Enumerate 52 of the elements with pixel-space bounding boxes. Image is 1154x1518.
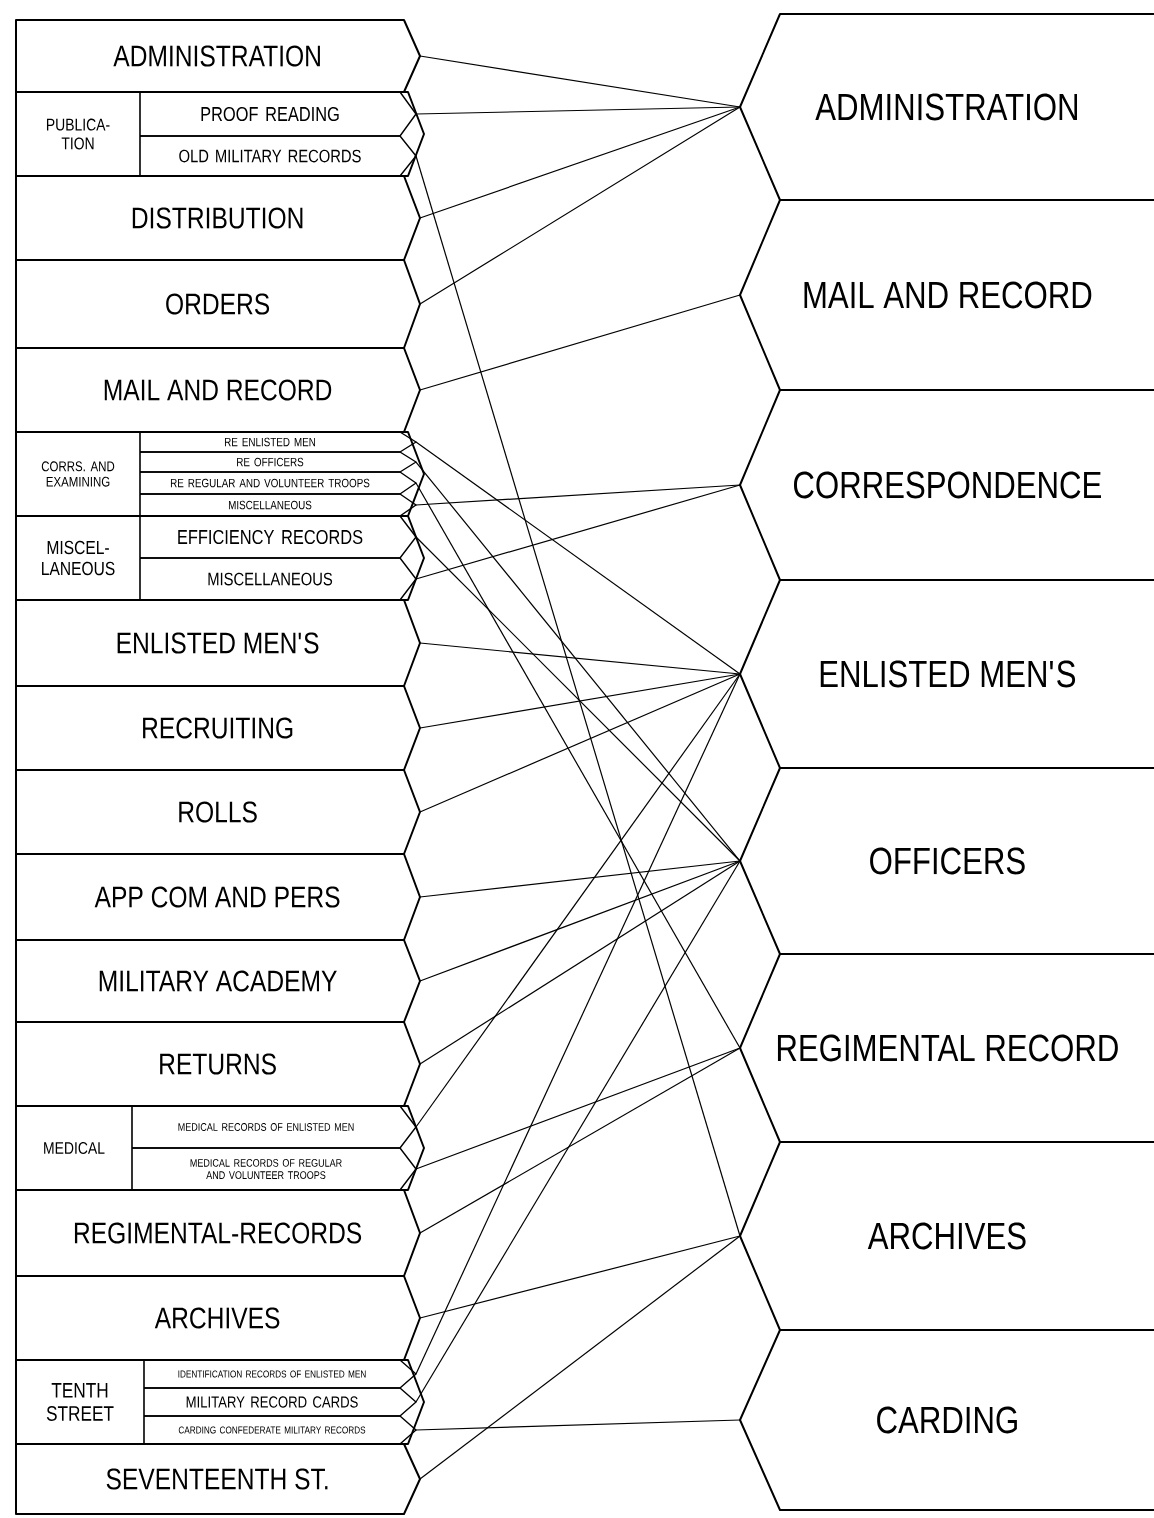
division-box: APP COM AND PERS	[15, 853, 421, 941]
division-box: OLD MILITARY RECORDS	[139, 135, 417, 177]
division-box: ENLISTED MEN'S	[739, 579, 1154, 769]
connector-line	[419, 673, 741, 813]
connector-line	[419, 860, 741, 898]
connector-line	[419, 642, 741, 675]
division-box: MAIL AND RECORD	[739, 199, 1154, 391]
connector-line	[419, 294, 741, 391]
division-box: ARCHIVES	[739, 1141, 1154, 1331]
division-box: RETURNS	[15, 1021, 421, 1107]
connector-line	[415, 1047, 741, 1170]
connector-line	[419, 106, 741, 219]
division-box: MILITARY ACADEMY	[15, 939, 421, 1023]
division-box: ENLISTED MEN'S	[15, 599, 421, 687]
connector-line	[415, 673, 741, 1375]
connector-line	[419, 106, 741, 305]
division-box: ADMINISTRATION	[739, 13, 1154, 201]
division-box: SEVENTEENTH ST.	[15, 1443, 421, 1515]
connector-line	[415, 484, 741, 506]
division-box: ROLLS	[15, 769, 421, 855]
connector-line	[419, 1235, 741, 1480]
connector-line	[415, 673, 741, 1128]
division-box: EFFICIENCY RECORDS	[139, 515, 417, 559]
division-box: RECRUITING	[15, 685, 421, 771]
connector-line	[415, 860, 741, 1403]
connector-line	[415, 482, 741, 1049]
division-box: REGIMENTAL RECORD	[739, 953, 1154, 1143]
connector-line	[415, 536, 741, 862]
division-box: ADMINISTRATION	[15, 19, 421, 93]
division-box: MAIL AND RECORD	[15, 347, 421, 433]
division-box: CARDING	[739, 1329, 1154, 1511]
connector-line	[419, 55, 741, 108]
connector-line	[419, 1235, 741, 1319]
division-box: ORDERS	[15, 259, 421, 349]
connector-line	[415, 484, 741, 580]
connector-line	[419, 673, 741, 729]
division-box: OFFICERS	[739, 767, 1154, 955]
division-box: CORRESPONDENCE	[739, 389, 1154, 581]
connector-line	[415, 106, 741, 115]
division-box: MILITARY RECORD CARDS	[143, 1387, 417, 1417]
connector-line	[415, 155, 741, 1237]
connector-line	[419, 860, 741, 1065]
connector-line	[415, 461, 741, 862]
division-box: MISCELLANEOUS	[139, 557, 417, 601]
division-box: PROOF READING	[139, 91, 417, 137]
connector-line	[419, 1047, 741, 1234]
connector-line	[415, 441, 741, 675]
division-box: REGIMENTAL-RECORDS	[15, 1189, 421, 1277]
division-box: ARCHIVES	[15, 1275, 421, 1361]
connector-line	[419, 860, 741, 982]
connector-line	[415, 1419, 741, 1431]
division-box: DISTRIBUTION	[15, 175, 421, 261]
